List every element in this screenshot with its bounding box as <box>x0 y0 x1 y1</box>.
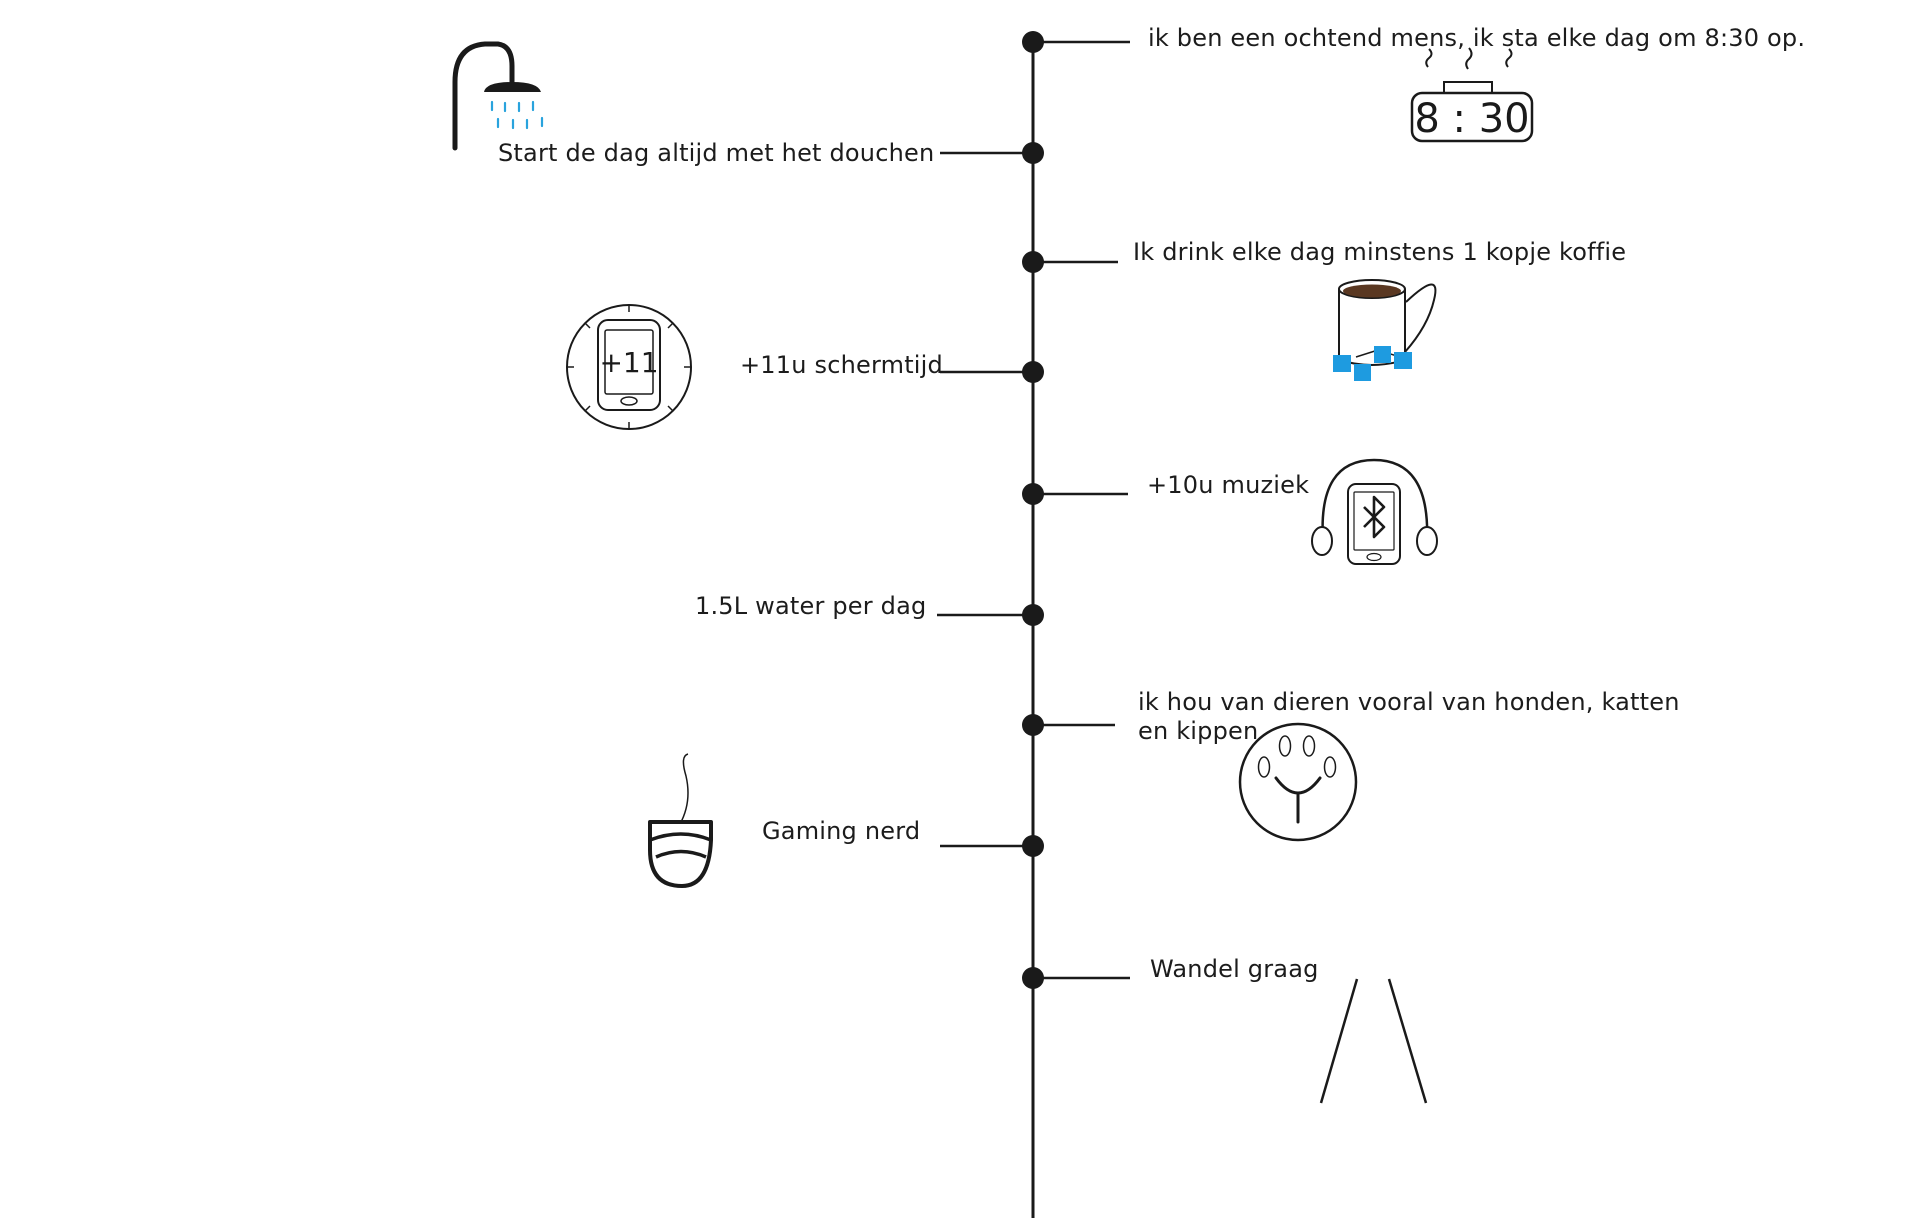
timeline-node-1 <box>1022 31 1130 53</box>
timeline-item-screentime: +11u schermtijd <box>740 351 943 379</box>
timeline-item-gaming: Gaming nerd <box>762 817 921 845</box>
timeline-item-music: +10u muziek <box>1147 471 1310 499</box>
timeline-item-animals: ik hou van dieren vooral van honden, kat… <box>1138 688 1680 745</box>
timeline-item-wake-up: ik ben een ochtend mens, ik sta elke dag… <box>1148 24 1806 52</box>
bluetooth-headphones-icon <box>1311 458 1438 565</box>
shower-icon <box>452 41 544 151</box>
smartphone-icon <box>566 304 692 430</box>
timeline-node-6 <box>937 604 1044 626</box>
timeline-node-9 <box>1022 967 1130 989</box>
timeline-item-coffee: Ik drink elke dag minstens 1 kopje koffi… <box>1133 238 1627 266</box>
phone-display-text: +11 <box>599 346 658 379</box>
timeline-node-2 <box>940 142 1044 164</box>
timeline-item-walking: Wandel graag <box>1150 955 1319 983</box>
timeline-node-3 <box>1022 251 1118 273</box>
paw-icon <box>1238 722 1358 842</box>
walking-legs-icon <box>1319 978 1428 1104</box>
timeline-item-water: 1.5L water per dag <box>695 592 927 620</box>
clock-display-text: 8 : 30 <box>1414 96 1529 142</box>
timeline-node-8 <box>940 835 1044 857</box>
timeline-node-4 <box>940 361 1044 383</box>
timeline-node-7 <box>1022 714 1115 736</box>
alarm-clock-icon <box>1410 47 1534 143</box>
computer-mouse-icon <box>648 753 713 888</box>
timeline-item-shower: Start de dag altijd met het douchen <box>498 139 935 167</box>
timeline-node-5 <box>1022 483 1128 505</box>
coffee-mug-icon <box>1333 279 1437 381</box>
